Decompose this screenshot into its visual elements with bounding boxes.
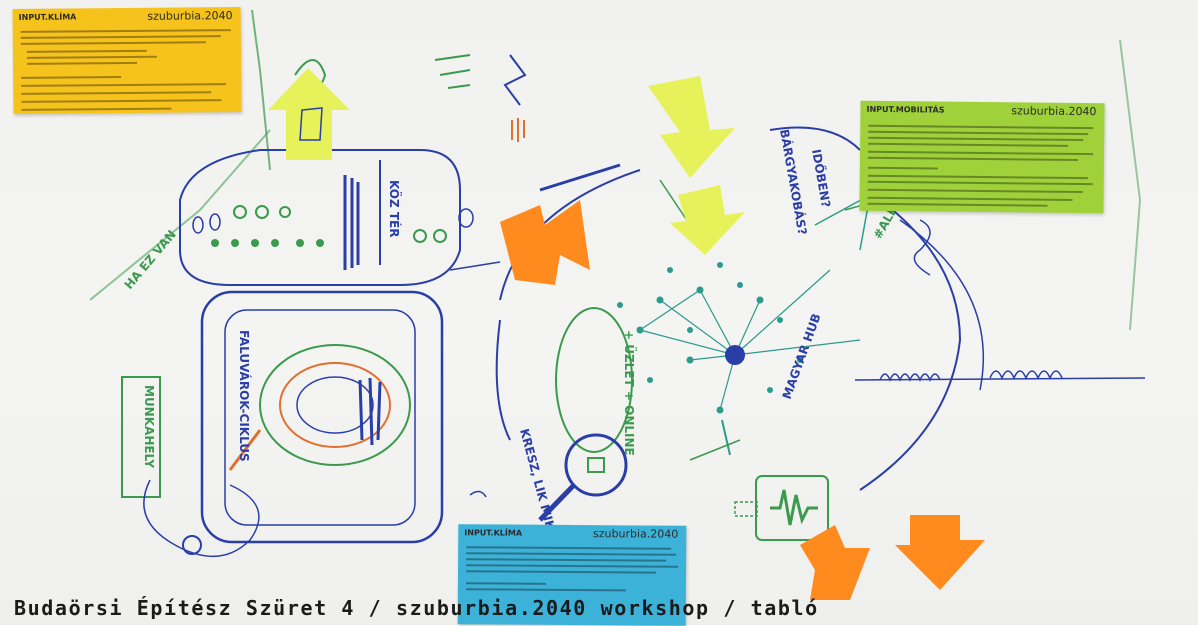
card-title: INPUT.MOBILITÁS bbox=[866, 104, 945, 115]
svg-text:KÖZ TÉR: KÖZ TÉR bbox=[387, 180, 402, 237]
card-brand: szuburbia.2040 bbox=[593, 527, 679, 541]
sticky-arrow-lime bbox=[670, 185, 745, 255]
card-brand: szuburbia.2040 bbox=[1011, 104, 1097, 119]
svg-text:MAGYAR HUB: MAGYAR HUB bbox=[780, 312, 824, 401]
sticky-arrow-lime bbox=[648, 76, 735, 178]
svg-text:HA EZ VAN: HA EZ VAN bbox=[122, 227, 179, 291]
photo-caption: Budaörsi Építész Szüret 4 / szuburbia.20… bbox=[14, 596, 819, 620]
svg-text:IDŐBEN?: IDŐBEN? bbox=[809, 148, 834, 209]
sticky-arrow-lime bbox=[268, 68, 350, 160]
input-klima-card-top: INPUT.KLÍMA szuburbia.2040 bbox=[12, 7, 242, 114]
svg-text:MUNKAHELY: MUNKAHELY bbox=[142, 385, 156, 468]
input-mobilitas-card: INPUT.MOBILITÁS szuburbia.2040 bbox=[859, 100, 1105, 214]
card-brand: szuburbia.2040 bbox=[147, 9, 233, 23]
card-title: INPUT.KLÍMA bbox=[18, 12, 77, 22]
card-title: INPUT.KLÍMA bbox=[464, 528, 523, 538]
svg-text:+ ÜZLET + ONLINE: + ÜZLET + ONLINE bbox=[622, 330, 637, 456]
svg-text:FALUVÁROK-CIKLUS: FALUVÁROK-CIKLUS bbox=[237, 330, 252, 462]
svg-text:BÁRGYAKOBÁS?: BÁRGYAKOBÁS? bbox=[777, 128, 810, 236]
